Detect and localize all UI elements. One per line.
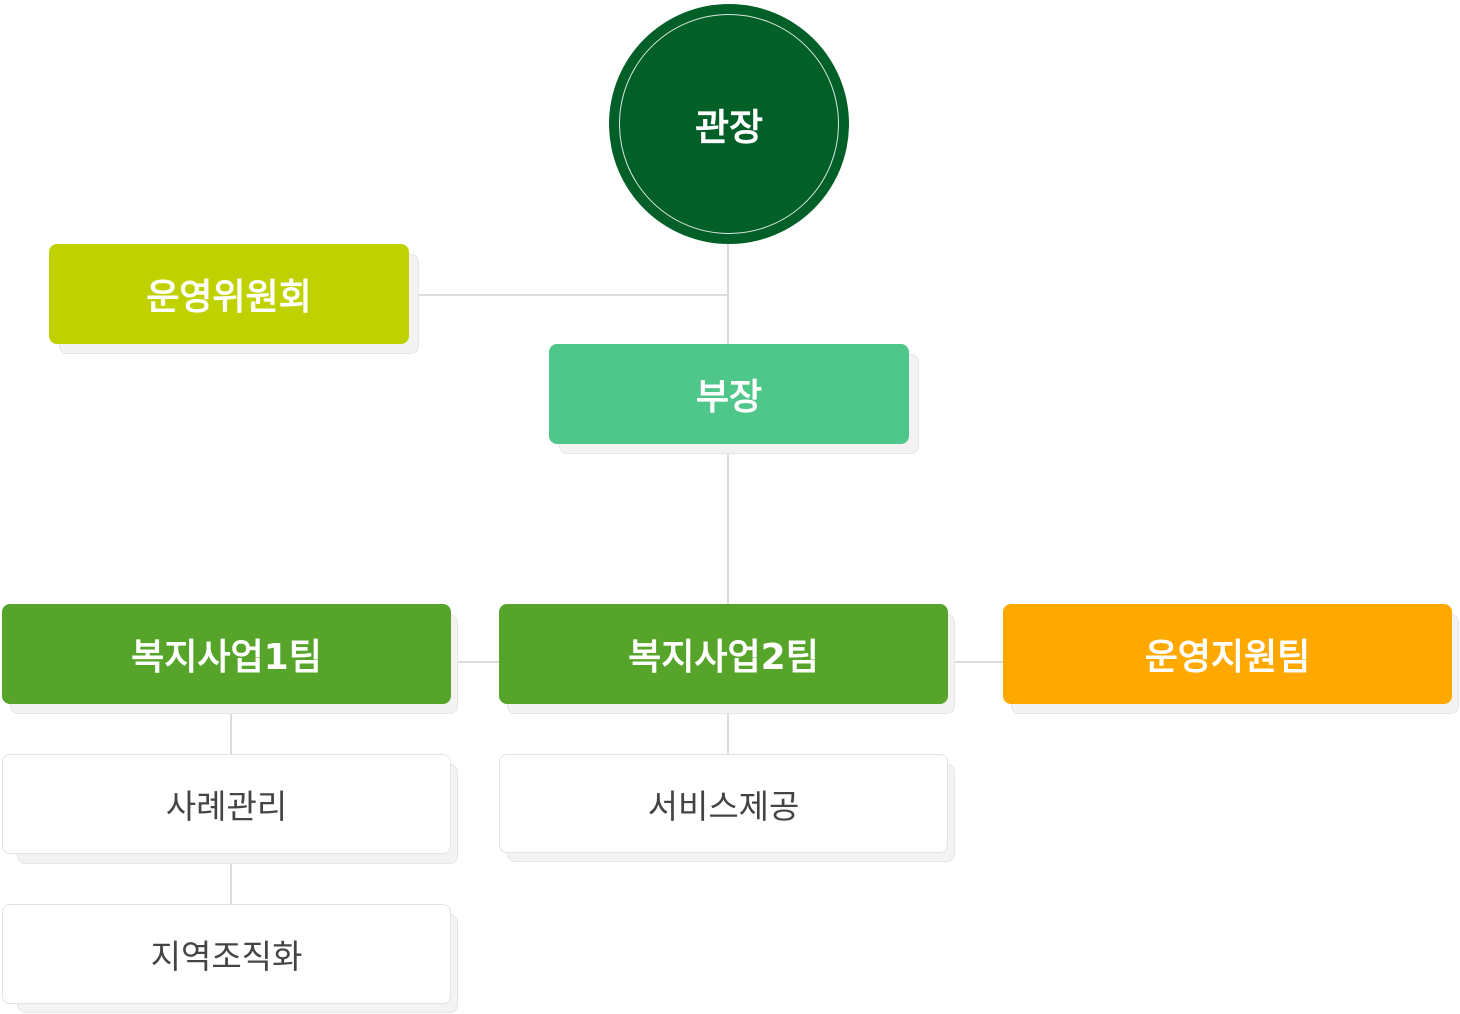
- connector-unit1-unit2: [230, 864, 232, 904]
- team-3-box: 운영지원팀: [1003, 604, 1452, 704]
- connector-director-manager: [727, 244, 729, 344]
- director-ring: [619, 14, 839, 234]
- connector-team2-team3: [955, 661, 1003, 663]
- connector-committee: [419, 294, 728, 296]
- committee-box: 운영위원회: [49, 244, 409, 344]
- manager-box: 부장: [549, 344, 909, 444]
- connector-team1-unit1: [230, 714, 232, 754]
- director-label: 관장: [694, 106, 764, 149]
- team-1-unit-2-box: 지역조직화: [2, 904, 451, 1004]
- team-2-unit-1-box: 서비스제공: [499, 754, 948, 853]
- connector-manager-teams: [727, 454, 729, 604]
- team-1-box: 복지사업1팀: [2, 604, 451, 704]
- connector-team1-team2: [458, 661, 499, 663]
- connector-team2-unit1: [727, 714, 729, 754]
- team-2-box: 복지사업2팀: [499, 604, 948, 704]
- director-node: 관장: [609, 4, 849, 244]
- team-1-unit-1-box: 사례관리: [2, 754, 451, 854]
